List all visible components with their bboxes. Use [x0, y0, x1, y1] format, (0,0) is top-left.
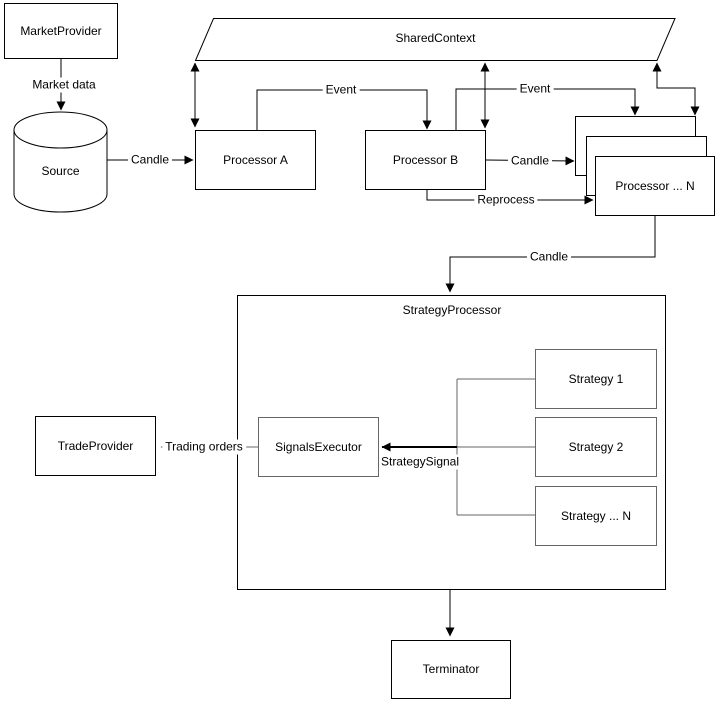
- edge-label-candle-b-to-n: Candle: [507, 153, 553, 169]
- source-label: Source: [41, 164, 80, 178]
- edge-label-trading-orders: Trading orders: [162, 439, 246, 455]
- source-cylinder-rim: [13, 129, 108, 149]
- market-provider-label: MarketProvider: [20, 23, 102, 38]
- shared-context-shape: [195, 18, 676, 61]
- signals-executor-label: SignalsExecutor: [275, 439, 362, 454]
- node-strategy-n: Strategy ... N: [535, 486, 657, 546]
- edge-label-reprocess: Reprocess: [474, 192, 538, 208]
- strategy-processor-title: StrategyProcessor: [402, 303, 502, 317]
- source-cylinder-shape: [13, 111, 108, 213]
- node-terminator: Terminator: [391, 640, 511, 699]
- shared-context-label: SharedContext: [395, 31, 476, 45]
- edge-label-market-data: Market data: [29, 77, 99, 93]
- node-source: Source: [13, 111, 108, 213]
- node-shared-context: SharedContext: [195, 18, 676, 61]
- node-market-provider: MarketProvider: [4, 3, 118, 59]
- node-processor-a: Processor A: [195, 130, 316, 190]
- trade-provider-label: TradeProvider: [57, 438, 134, 453]
- edge-label-event-a-to-b: Event: [322, 82, 360, 98]
- edge-label-candle-n-to-strategy: Candle: [526, 249, 572, 265]
- node-strategy-1: Strategy 1: [535, 349, 657, 409]
- node-signals-executor: SignalsExecutor: [258, 417, 379, 477]
- edge-label-event-b-to-n: Event: [516, 81, 554, 97]
- strategy-1-label: Strategy 1: [568, 371, 624, 386]
- node-processor-b: Processor B: [365, 130, 486, 190]
- processor-n-label: Processor ... N: [615, 178, 695, 193]
- processor-a-label: Processor A: [223, 152, 288, 167]
- node-strategy-2: Strategy 2: [535, 417, 657, 477]
- edge-label-candle-source-to-a: Candle: [127, 152, 173, 168]
- strategy-2-label: Strategy 2: [568, 439, 624, 454]
- edge-label-strategy-signal: StrategySignal: [380, 454, 460, 470]
- node-processor-n: Processor ... N: [595, 156, 715, 216]
- processor-b-label: Processor B: [392, 152, 459, 167]
- edge-sharedcontext-processor-n: [652, 62, 700, 116]
- strategy-n-label: Strategy ... N: [560, 508, 632, 523]
- terminator-label: Terminator: [422, 662, 480, 676]
- node-trade-provider: TradeProvider: [35, 416, 156, 476]
